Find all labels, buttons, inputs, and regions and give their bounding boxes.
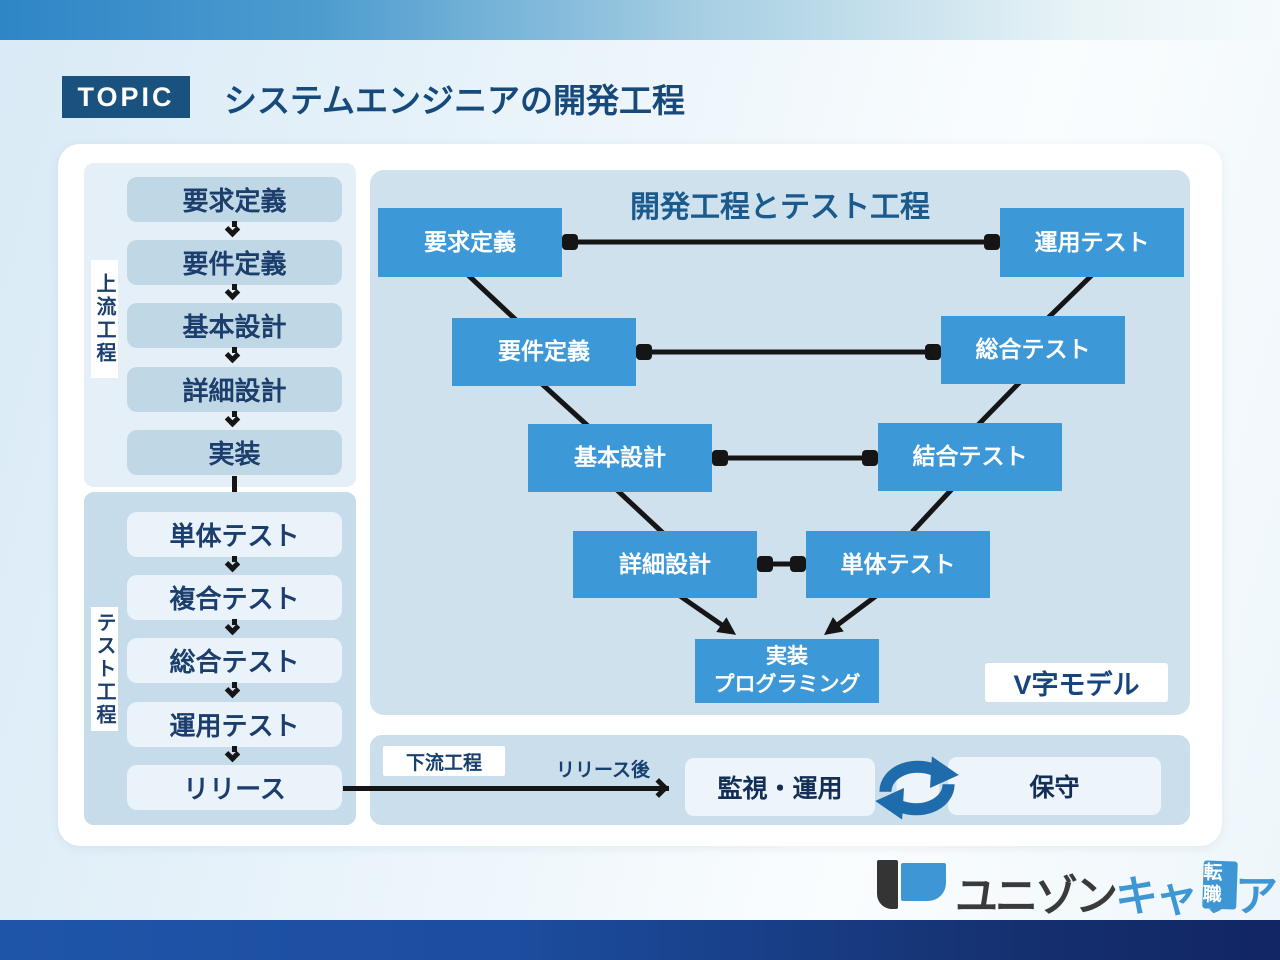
vmodel-box-unit-test: 単体テスト — [806, 531, 990, 598]
logo-mark-icon — [877, 860, 898, 909]
test-step-release: リリース — [127, 765, 342, 810]
implementation-line2: プログラミング — [713, 673, 861, 696]
vmodel-caption: V字モデル — [985, 663, 1168, 702]
downstream-label: 下流工程 — [383, 746, 505, 776]
logo-mark-icon — [901, 863, 946, 901]
maintenance-box: 保守 — [948, 757, 1161, 815]
cycle-arrows-icon — [875, 756, 959, 820]
upstream-step-implementation: 実装 — [127, 430, 342, 475]
test-step-unit-test: 単体テスト — [127, 512, 342, 557]
upstream-step-basic-design: 基本設計 — [127, 303, 342, 348]
release-arrow-line — [343, 786, 669, 791]
down-arrow-icon — [232, 682, 237, 688]
test-step-system-test: 総合テスト — [127, 638, 342, 683]
vmodel-panel: 開発工程とテスト工程 — [370, 170, 1190, 715]
upstream-step-requirements-definition: 要件定義 — [127, 240, 342, 285]
logo-badge-tenshoku: 転職 — [1202, 860, 1238, 910]
down-arrow-icon — [232, 746, 237, 752]
vmodel-box-basic-design: 基本設計 — [528, 424, 712, 492]
down-arrow-icon — [232, 411, 237, 417]
down-arrow-icon — [232, 221, 237, 227]
vmodel-box-integration-test: 結合テスト — [878, 423, 1062, 491]
upstream-group-label: 上流工程 — [91, 260, 118, 378]
logo-text-career: キャリア — [1115, 873, 1278, 921]
implementation-line1: 実装 — [766, 644, 808, 668]
test-group-label: テスト工程 — [91, 607, 118, 731]
vmodel-box-detail-design: 詳細設計 — [573, 531, 757, 598]
test-step-operation-test: 運用テスト — [127, 702, 342, 747]
upstream-step-requirements-request: 要求定義 — [127, 177, 342, 222]
after-release-label: リリース後 — [555, 760, 651, 781]
group-connector-arrow-icon — [232, 476, 237, 498]
top-gradient-band — [0, 0, 1280, 40]
down-arrow-icon — [232, 556, 237, 562]
down-arrow-icon — [232, 284, 237, 290]
vmodel-connector-lines — [466, 234, 1094, 635]
logo-wordmark: ユニゾンキャリア — [955, 862, 1278, 924]
test-step-combined-test: 複合テスト — [127, 575, 342, 620]
bottom-gradient-band — [0, 920, 1280, 960]
upstream-step-detail-design: 詳細設計 — [127, 367, 342, 412]
vmodel-box-operation-test: 運用テスト — [1000, 208, 1184, 277]
vmodel-title: 開発工程とテスト工程 — [630, 191, 930, 224]
vmodel-box-requirements-request: 要求定義 — [378, 208, 562, 277]
vmodel-box-implementation: 実装 プログラミング — [695, 639, 879, 703]
page-title: システムエンジニアの開発工程 — [224, 82, 686, 119]
logo-text-unison: ユニゾン — [955, 873, 1118, 921]
vmodel-box-system-test: 総合テスト — [941, 316, 1125, 384]
down-arrow-icon — [232, 619, 237, 625]
downstream-strip: 下流工程 リリース後 監視・運用 保守 — [370, 735, 1190, 825]
vmodel-box-requirements-definition: 要件定義 — [452, 318, 636, 386]
topic-badge: TOPIC — [62, 76, 190, 118]
monitor-operation-box: 監視・運用 — [685, 758, 875, 816]
down-arrow-icon — [232, 347, 237, 353]
